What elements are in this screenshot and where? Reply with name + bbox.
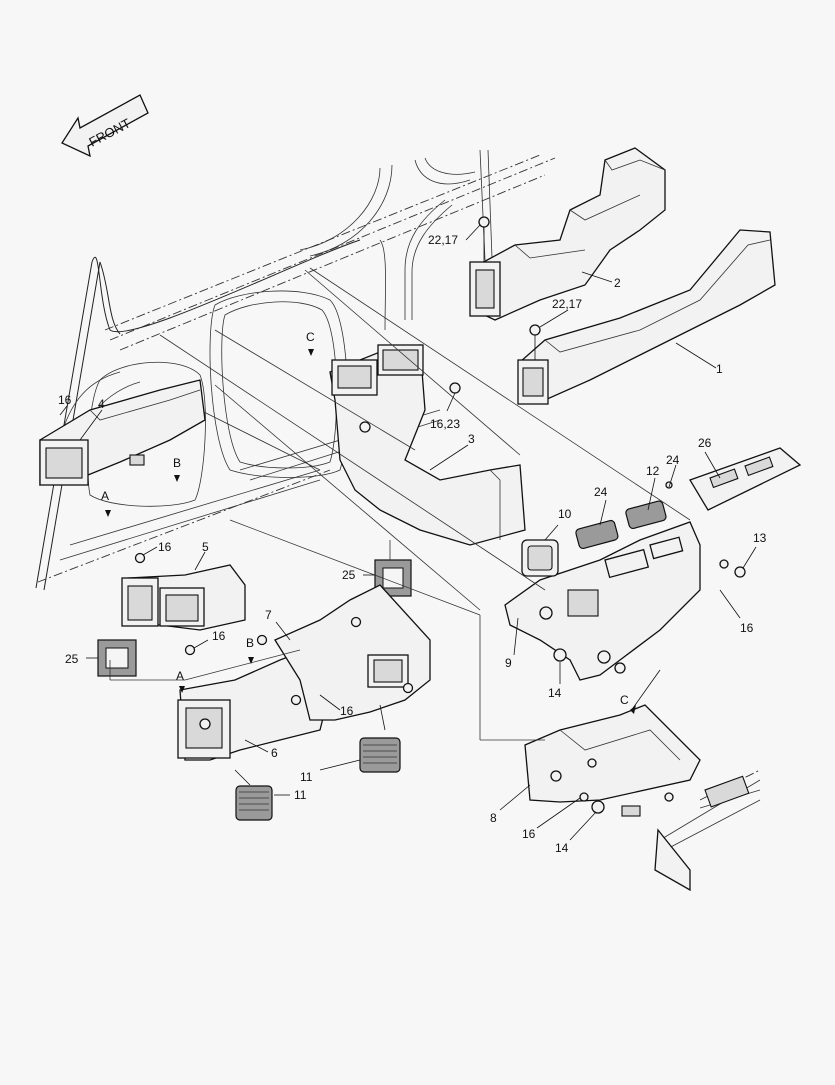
duct-part-5: [121, 552, 246, 631]
callout-4: 4: [98, 397, 105, 411]
duct-part-2: [469, 147, 666, 321]
callout-24-b: 24: [594, 485, 608, 499]
duct-part-3: [329, 344, 526, 546]
callout-14-lower: 14: [555, 841, 569, 855]
vent-components: [521, 447, 802, 814]
floor-rail: [704, 775, 750, 808]
callout-8: 8: [490, 811, 497, 825]
callout-7: 7: [265, 608, 272, 622]
screw-icon: [478, 216, 490, 228]
callout-16-f: 16: [522, 827, 536, 841]
duct-part-4: [39, 379, 206, 486]
clip-part-13: [734, 566, 746, 578]
view-marker-b-2: B: [246, 636, 254, 650]
grille-lower: [235, 785, 273, 821]
callout-11-upper: 11: [300, 770, 313, 784]
callout-25-b: 25: [65, 652, 79, 666]
callout-25-a: 25: [342, 568, 356, 582]
front-arrow-icon: FRONT: [61, 94, 149, 158]
callout-3: 3: [468, 432, 475, 446]
callout-16-a: 16: [58, 393, 72, 407]
view-marker-labels: A A B B C C: [101, 330, 629, 707]
callout-16-e: 16: [740, 621, 754, 635]
callout-26: 26: [698, 436, 712, 450]
bracket-part: [654, 828, 691, 892]
callout-1: 1: [716, 362, 723, 376]
callout-5: 5: [202, 540, 209, 554]
view-marker-a-1: A: [101, 489, 109, 503]
view-marker-b-1: B: [173, 456, 181, 470]
duct-part-7: [274, 584, 431, 721]
callout-24-a: 24: [666, 453, 680, 467]
callout-22-17-a: 22,17: [428, 233, 458, 247]
callout-13: 13: [753, 531, 767, 545]
assembly-lines: [109, 267, 691, 741]
vent-part-24a: [575, 519, 619, 550]
callout-22-17-b: 22,17: [552, 297, 582, 311]
view-marker-c-1: C: [306, 330, 315, 344]
callout-14-upper: 14: [548, 686, 562, 700]
panel-part-8: [524, 704, 701, 892]
callout-9: 9: [505, 656, 512, 670]
callout-16-b: 16: [158, 540, 172, 554]
grille-part-11: [235, 737, 401, 821]
duct-part-1: [517, 229, 776, 405]
view-marker-a-2: A: [176, 669, 184, 683]
callout-2: 2: [614, 276, 621, 290]
grille-upper: [359, 737, 401, 773]
callout-16-c: 16: [212, 629, 226, 643]
vent-panel-part-9: [504, 521, 729, 681]
callout-6: 6: [271, 746, 278, 760]
vent-part-12: [625, 500, 667, 530]
plug-part-14: [553, 648, 567, 662]
callout-12: 12: [646, 464, 660, 478]
view-arrows: [105, 349, 661, 714]
callout-leaders: [59, 224, 757, 841]
view-marker-c-2: C: [620, 693, 629, 707]
callout-labels: 1 2 3 4 5 6 7 8 9 10 11 11 12 13 14 14 1…: [58, 233, 767, 855]
callout-16-d: 16: [340, 704, 354, 718]
callout-16-23: 16,23: [430, 417, 460, 431]
callout-11-lower: 11: [294, 788, 307, 802]
callout-10: 10: [558, 507, 572, 521]
vent-part-26: [689, 447, 802, 511]
screw-icon: [529, 324, 541, 336]
